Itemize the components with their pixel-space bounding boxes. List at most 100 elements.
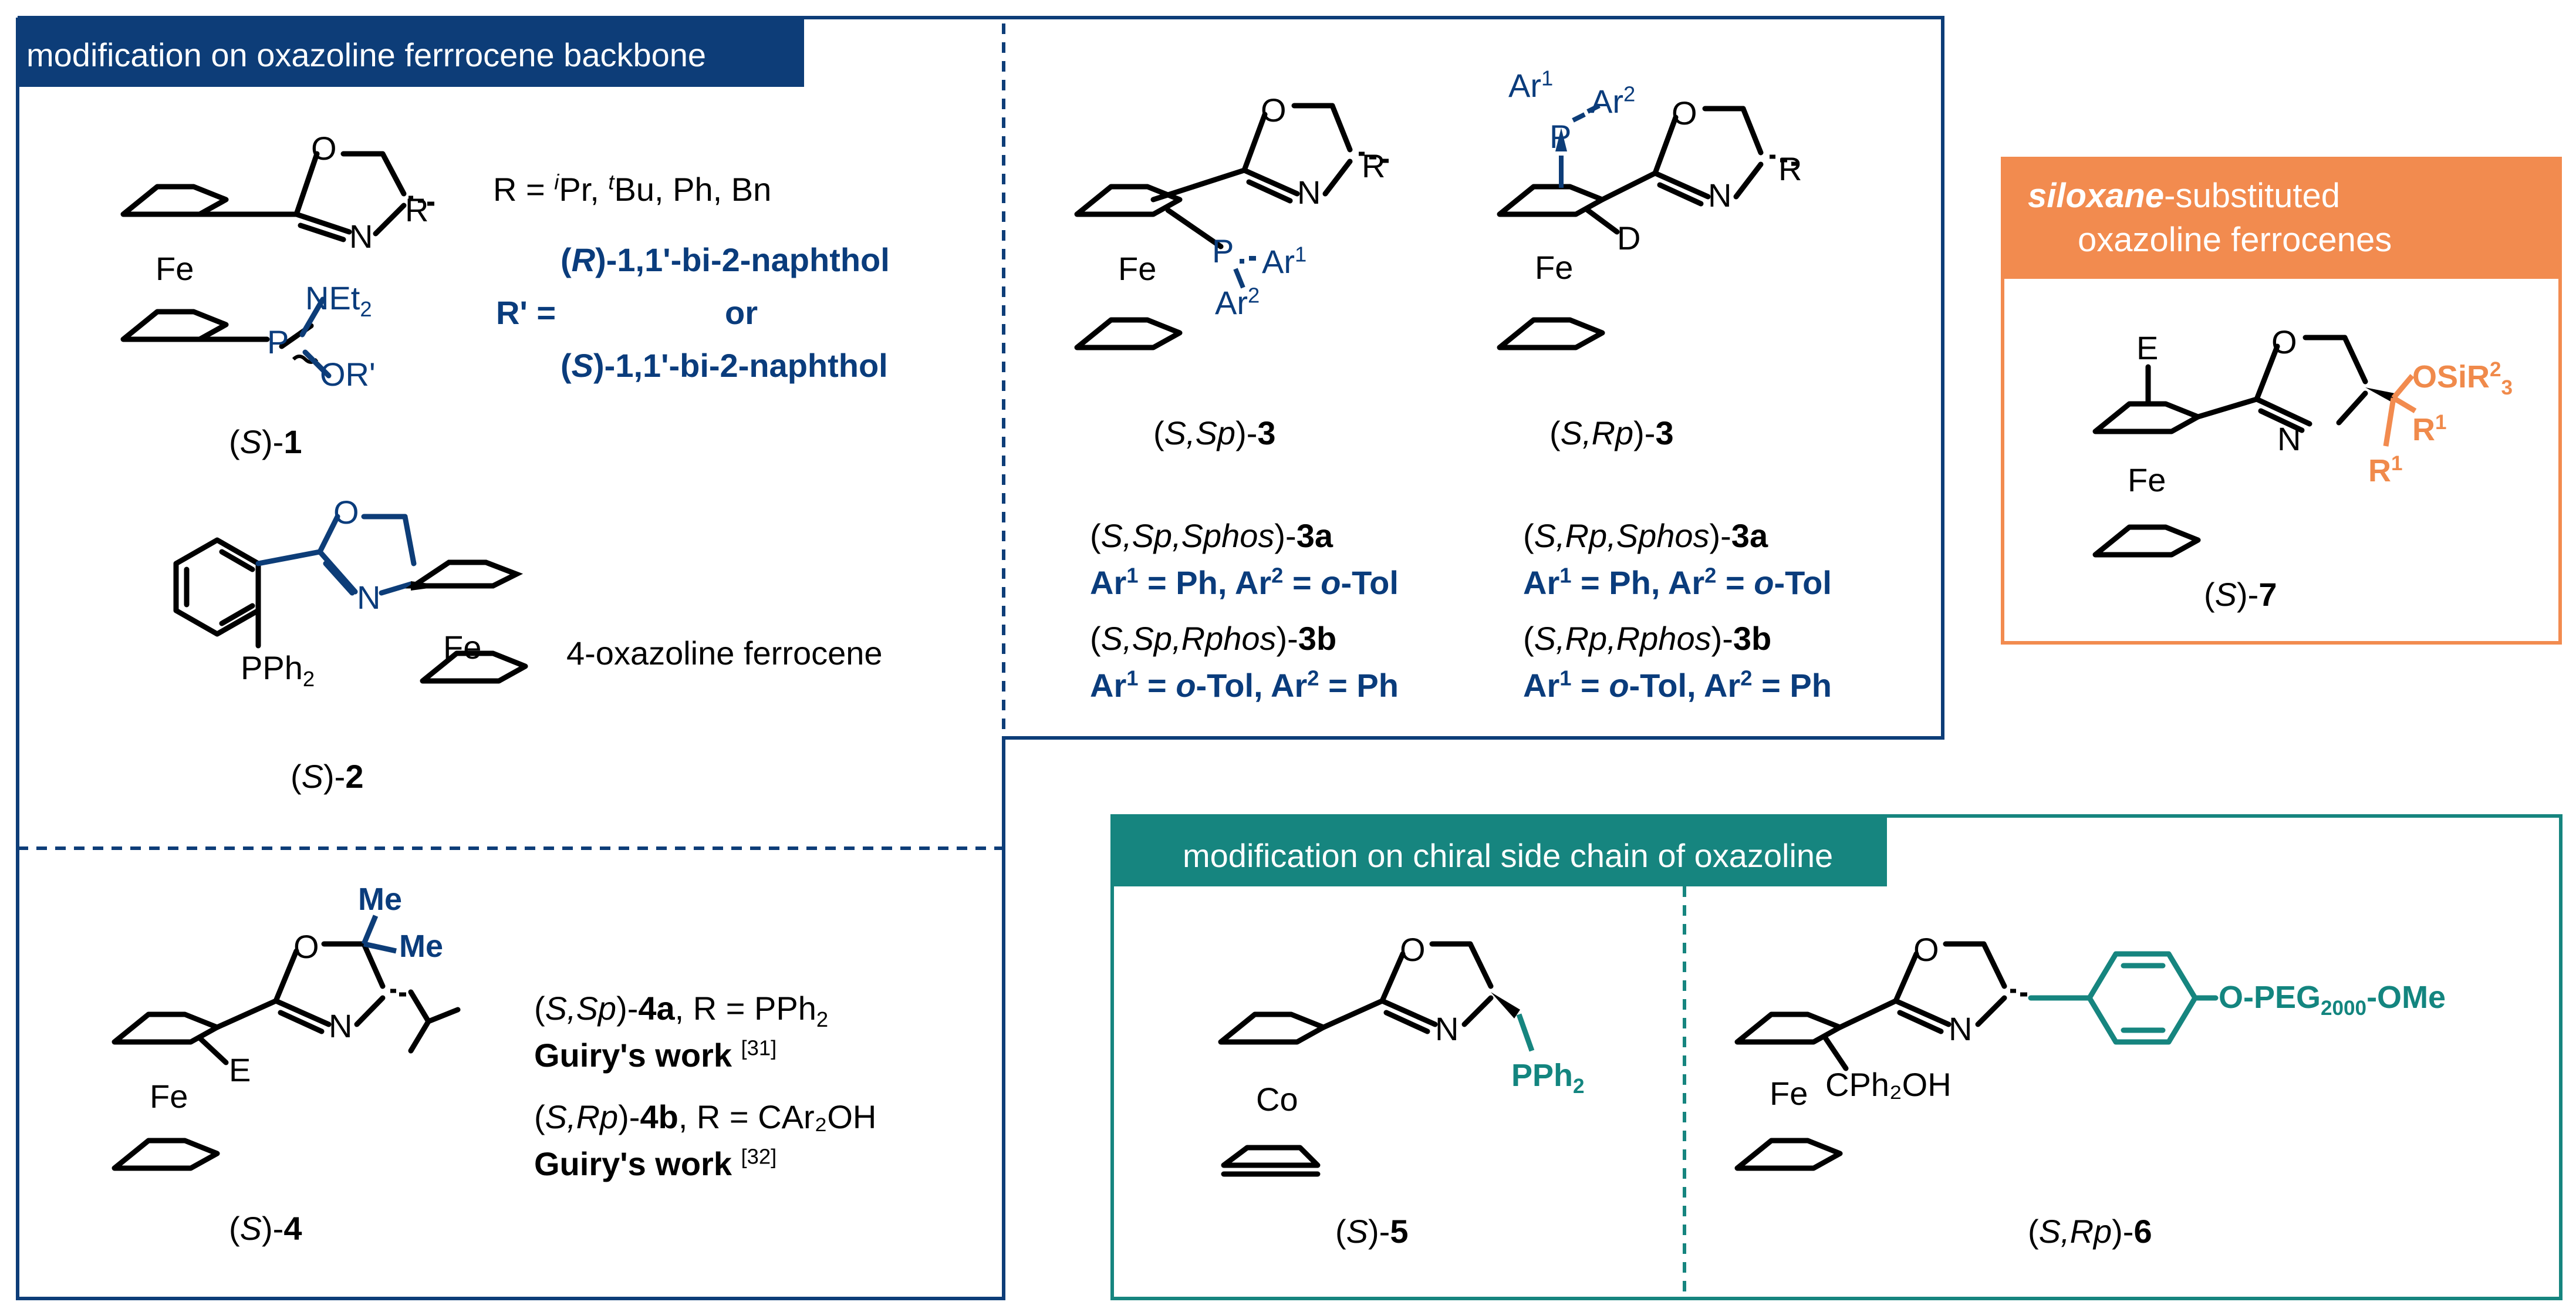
siloxane-panel-title-line2: oxazoline ferrocenes (2078, 221, 2392, 259)
c1-binol-S-stereo: S (571, 347, 594, 384)
c7-OSiR-sup: 2 (2490, 358, 2501, 381)
c3sp-Ar1-sup: 1 (1295, 242, 1307, 267)
c3a-rp-num: 3a (1731, 517, 1768, 554)
c2-N: N (357, 579, 381, 616)
c3sp-Ar2: Ar2 (1215, 285, 1260, 319)
c5-N: N (1435, 1010, 1459, 1047)
compound-5-teal-bond (1516, 1013, 1535, 1052)
c3b-rp-eq: = (1571, 667, 1609, 704)
c3rp-caption-num: 3 (1655, 414, 1674, 451)
compound-2-blue-ring (255, 514, 417, 596)
compound-4-stereo (390, 989, 406, 997)
c3a-sp-num: 3a (1296, 517, 1333, 554)
c5-caption-num: 5 (1390, 1213, 1409, 1250)
c3b-rp-ar2-sup: 2 (1740, 666, 1753, 690)
c4b-guiry-text: Guiry's work (534, 1145, 732, 1182)
c3b-sp-label: (S,Sp,Rphos)-3b (1090, 620, 1337, 657)
c7-E: E (2136, 329, 2159, 366)
c4-caption: (S)-4 (229, 1210, 302, 1247)
c3sp-R: R (1362, 147, 1386, 184)
c3rp-Ar1-sup: 1 (1541, 66, 1554, 90)
c3a-rp-label: (S,Rp,Sphos)-3a (1523, 517, 1768, 554)
c5-PPh-sub: 2 (1573, 1074, 1585, 1098)
c3a-rp-ar2-sup: 2 (1704, 563, 1717, 588)
siloxane-title-bar (2003, 158, 2560, 279)
c4-O: O (293, 928, 319, 965)
compound-3-sp-stereo (1359, 151, 1389, 163)
c7-R1a-sup: 1 (2435, 411, 2447, 434)
c3a-sp-eq2: = (1283, 564, 1321, 601)
c2-O: O (333, 494, 359, 531)
c7-OSiR3: OSiR23 (2412, 358, 2513, 398)
c4b-label: (S,Rp)-4b, R = CAr₂OH (534, 1098, 877, 1135)
c3a-sp-eq: = Ph, Ar (1138, 564, 1272, 601)
c3b-sp-ar2-sup: 2 (1307, 666, 1319, 690)
compound-5-wedge (1491, 992, 1520, 1018)
c3a-rp-tol: -Tol (1774, 564, 1832, 601)
c2-description: 4-oxazoline ferrocene (566, 635, 883, 672)
side-chain-title-bar (1112, 816, 1887, 886)
c1-O: O (311, 130, 337, 167)
c4b-num: 4b (640, 1098, 678, 1135)
compound-6-teal-benzene (2028, 951, 2219, 1045)
c1-caption-num: 1 (283, 423, 302, 460)
c1-N: N (349, 218, 373, 255)
c3b-rp-tol: -Tol (1629, 667, 1687, 704)
c6-caption-stereo: S,Rp (2038, 1213, 2112, 1250)
c1-binol-R-tail: -1,1'-bi-2-naphthol (606, 241, 890, 278)
c1-Fe: Fe (156, 250, 194, 287)
c3a-rp-eq: = Ph, Ar (1571, 564, 1705, 601)
c1-OR: OR' (320, 356, 376, 393)
c1-r-2: Pr, (559, 171, 609, 208)
c3sp-Ar1-text: Ar (1262, 243, 1295, 280)
c4b-stereo: S,Rp (545, 1098, 619, 1135)
compound-4-blue-me (361, 915, 397, 954)
c4-Me-right: Me (399, 929, 444, 964)
c3b-rp-ar: Ar1 = o-Tol, Ar2 = Ph (1523, 666, 1832, 704)
c4-E: E (229, 1051, 251, 1088)
c1-r-groups: R = iPr, tBu, Ph, Bn (493, 171, 771, 208)
compound-3-rp-wedge (1555, 128, 1567, 151)
c1-binol-R-stereo: R (571, 241, 596, 278)
c6-PEG-sub: 2000 (2321, 996, 2367, 1020)
c4-caption-num: 4 (283, 1210, 302, 1247)
c4b-guiry: Guiry's work [32] (534, 1145, 776, 1182)
compound-2-cp-upper (405, 559, 524, 589)
c5-O: O (1400, 931, 1426, 968)
c3rp-Fe: Fe (1535, 249, 1574, 286)
c2-caption: (S)-2 (291, 758, 364, 795)
c6-PEG: O-PEG2000-OMe (2219, 980, 2446, 1018)
c5-PPh2: PPh2 (1511, 1060, 1585, 1097)
c6-Fe: Fe (1770, 1075, 1808, 1112)
c6-PEG-O: O-PEG (2219, 980, 2321, 1015)
c3sp-O: O (1261, 92, 1287, 129)
c3rp-caption: (S,Rp)-3 (1549, 414, 1674, 451)
c4a-guiry: Guiry's work [31] (534, 1036, 777, 1072)
c3b-rp-ar2: Ar (1704, 667, 1741, 704)
compound-3-rp-structure (1497, 106, 1764, 350)
compound-6-structure (1734, 941, 2007, 1171)
c4a-stereo: S,Sp (545, 990, 617, 1027)
c3a-rp-o: o (1754, 564, 1774, 601)
c2-caption-num: 2 (345, 758, 364, 795)
c3sp-P: P (1212, 232, 1234, 269)
siloxane-title-rest: -substituted (2164, 177, 2340, 215)
c3a-sp-ar2-sup: 2 (1271, 563, 1284, 588)
c2-PPh: PPh (241, 649, 303, 686)
compound-3-sp-structure (1074, 103, 1353, 350)
c4-Fe: Fe (150, 1078, 188, 1115)
c3rp-Ar1: Ar1 (1508, 66, 1554, 102)
c3b-rp-num: 3b (1733, 620, 1772, 657)
c3b-rp-eqph: = Ph (1752, 667, 1832, 704)
c5-caption-stereo: S (1346, 1213, 1369, 1250)
c3sp-caption-num: 3 (1257, 414, 1276, 451)
c4a-ref: [31] (741, 1036, 777, 1060)
c1-P: P (267, 323, 289, 360)
c3b-sp-ar2: Ar (1271, 667, 1308, 704)
c3sp-caption-stereo: S,Sp (1164, 414, 1236, 451)
c3sp-N: N (1297, 174, 1321, 211)
c3b-sp-ar1: Ar (1090, 667, 1127, 704)
c6-CPh2OH: CPh₂OH (1825, 1066, 1952, 1103)
c3sp-Fe: Fe (1118, 250, 1157, 287)
c3b-rp-stereo: S,Rp,Rphos (1534, 620, 1711, 657)
